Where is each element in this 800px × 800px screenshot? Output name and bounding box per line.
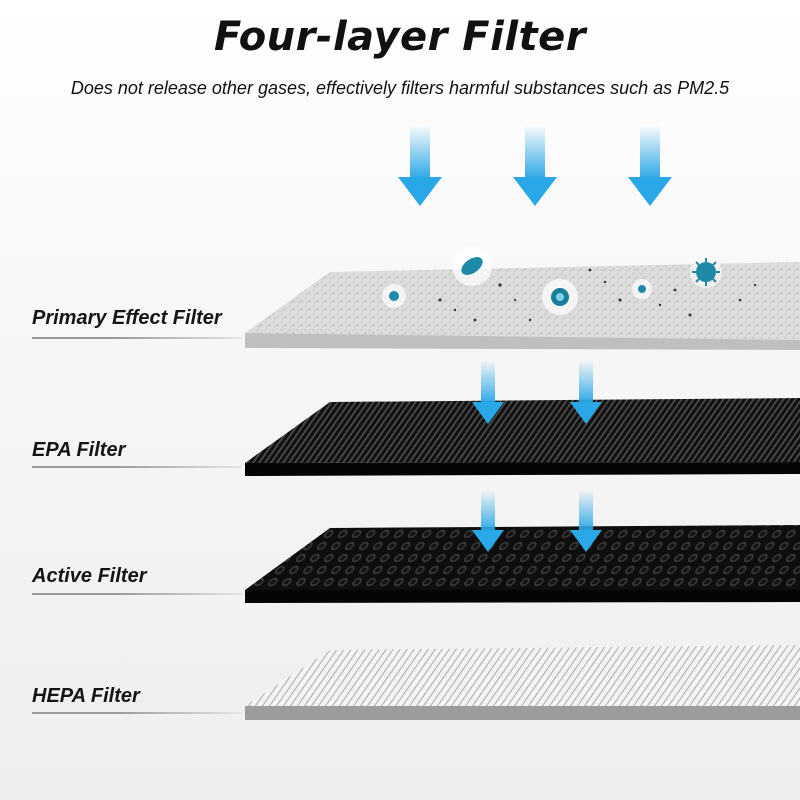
page-title: Four-layer Filter [213, 14, 587, 60]
particle-icon [632, 279, 652, 299]
layer-label-underline [32, 466, 242, 468]
layer-label-hepa: HEPA Filter [32, 685, 140, 707]
airflow-arrow-icon [472, 360, 504, 424]
hepa-filter-panel [245, 645, 800, 720]
airflow-arrow-icon [513, 125, 557, 206]
layer-label-underline [32, 337, 242, 339]
airflow-arrow-icon [398, 125, 442, 206]
layer-label-primary-effect: Primary Effect Filter [32, 307, 222, 329]
virus-icon [690, 256, 722, 288]
epa-filter-panel [245, 398, 800, 476]
layer-label-active: Active Filter [32, 565, 147, 587]
primary-effect-filter-panel [245, 262, 800, 350]
airflow-arrow-icon [628, 125, 672, 206]
layer-label-epa: EPA Filter [32, 439, 126, 461]
virus-icon [542, 279, 578, 315]
bacteria-icon [452, 246, 492, 286]
particle-icon [382, 284, 406, 308]
layer-label-underline [32, 712, 242, 714]
layer-label-underline [32, 593, 242, 595]
active-filter-panel [245, 525, 800, 603]
airflow-arrow-icon [472, 490, 504, 552]
page-subtitle: Does not release other gases, effectivel… [70, 78, 730, 98]
airflow-arrow-icon [570, 360, 602, 424]
airflow-arrow-icon [570, 490, 602, 552]
dust-particles [438, 268, 757, 322]
